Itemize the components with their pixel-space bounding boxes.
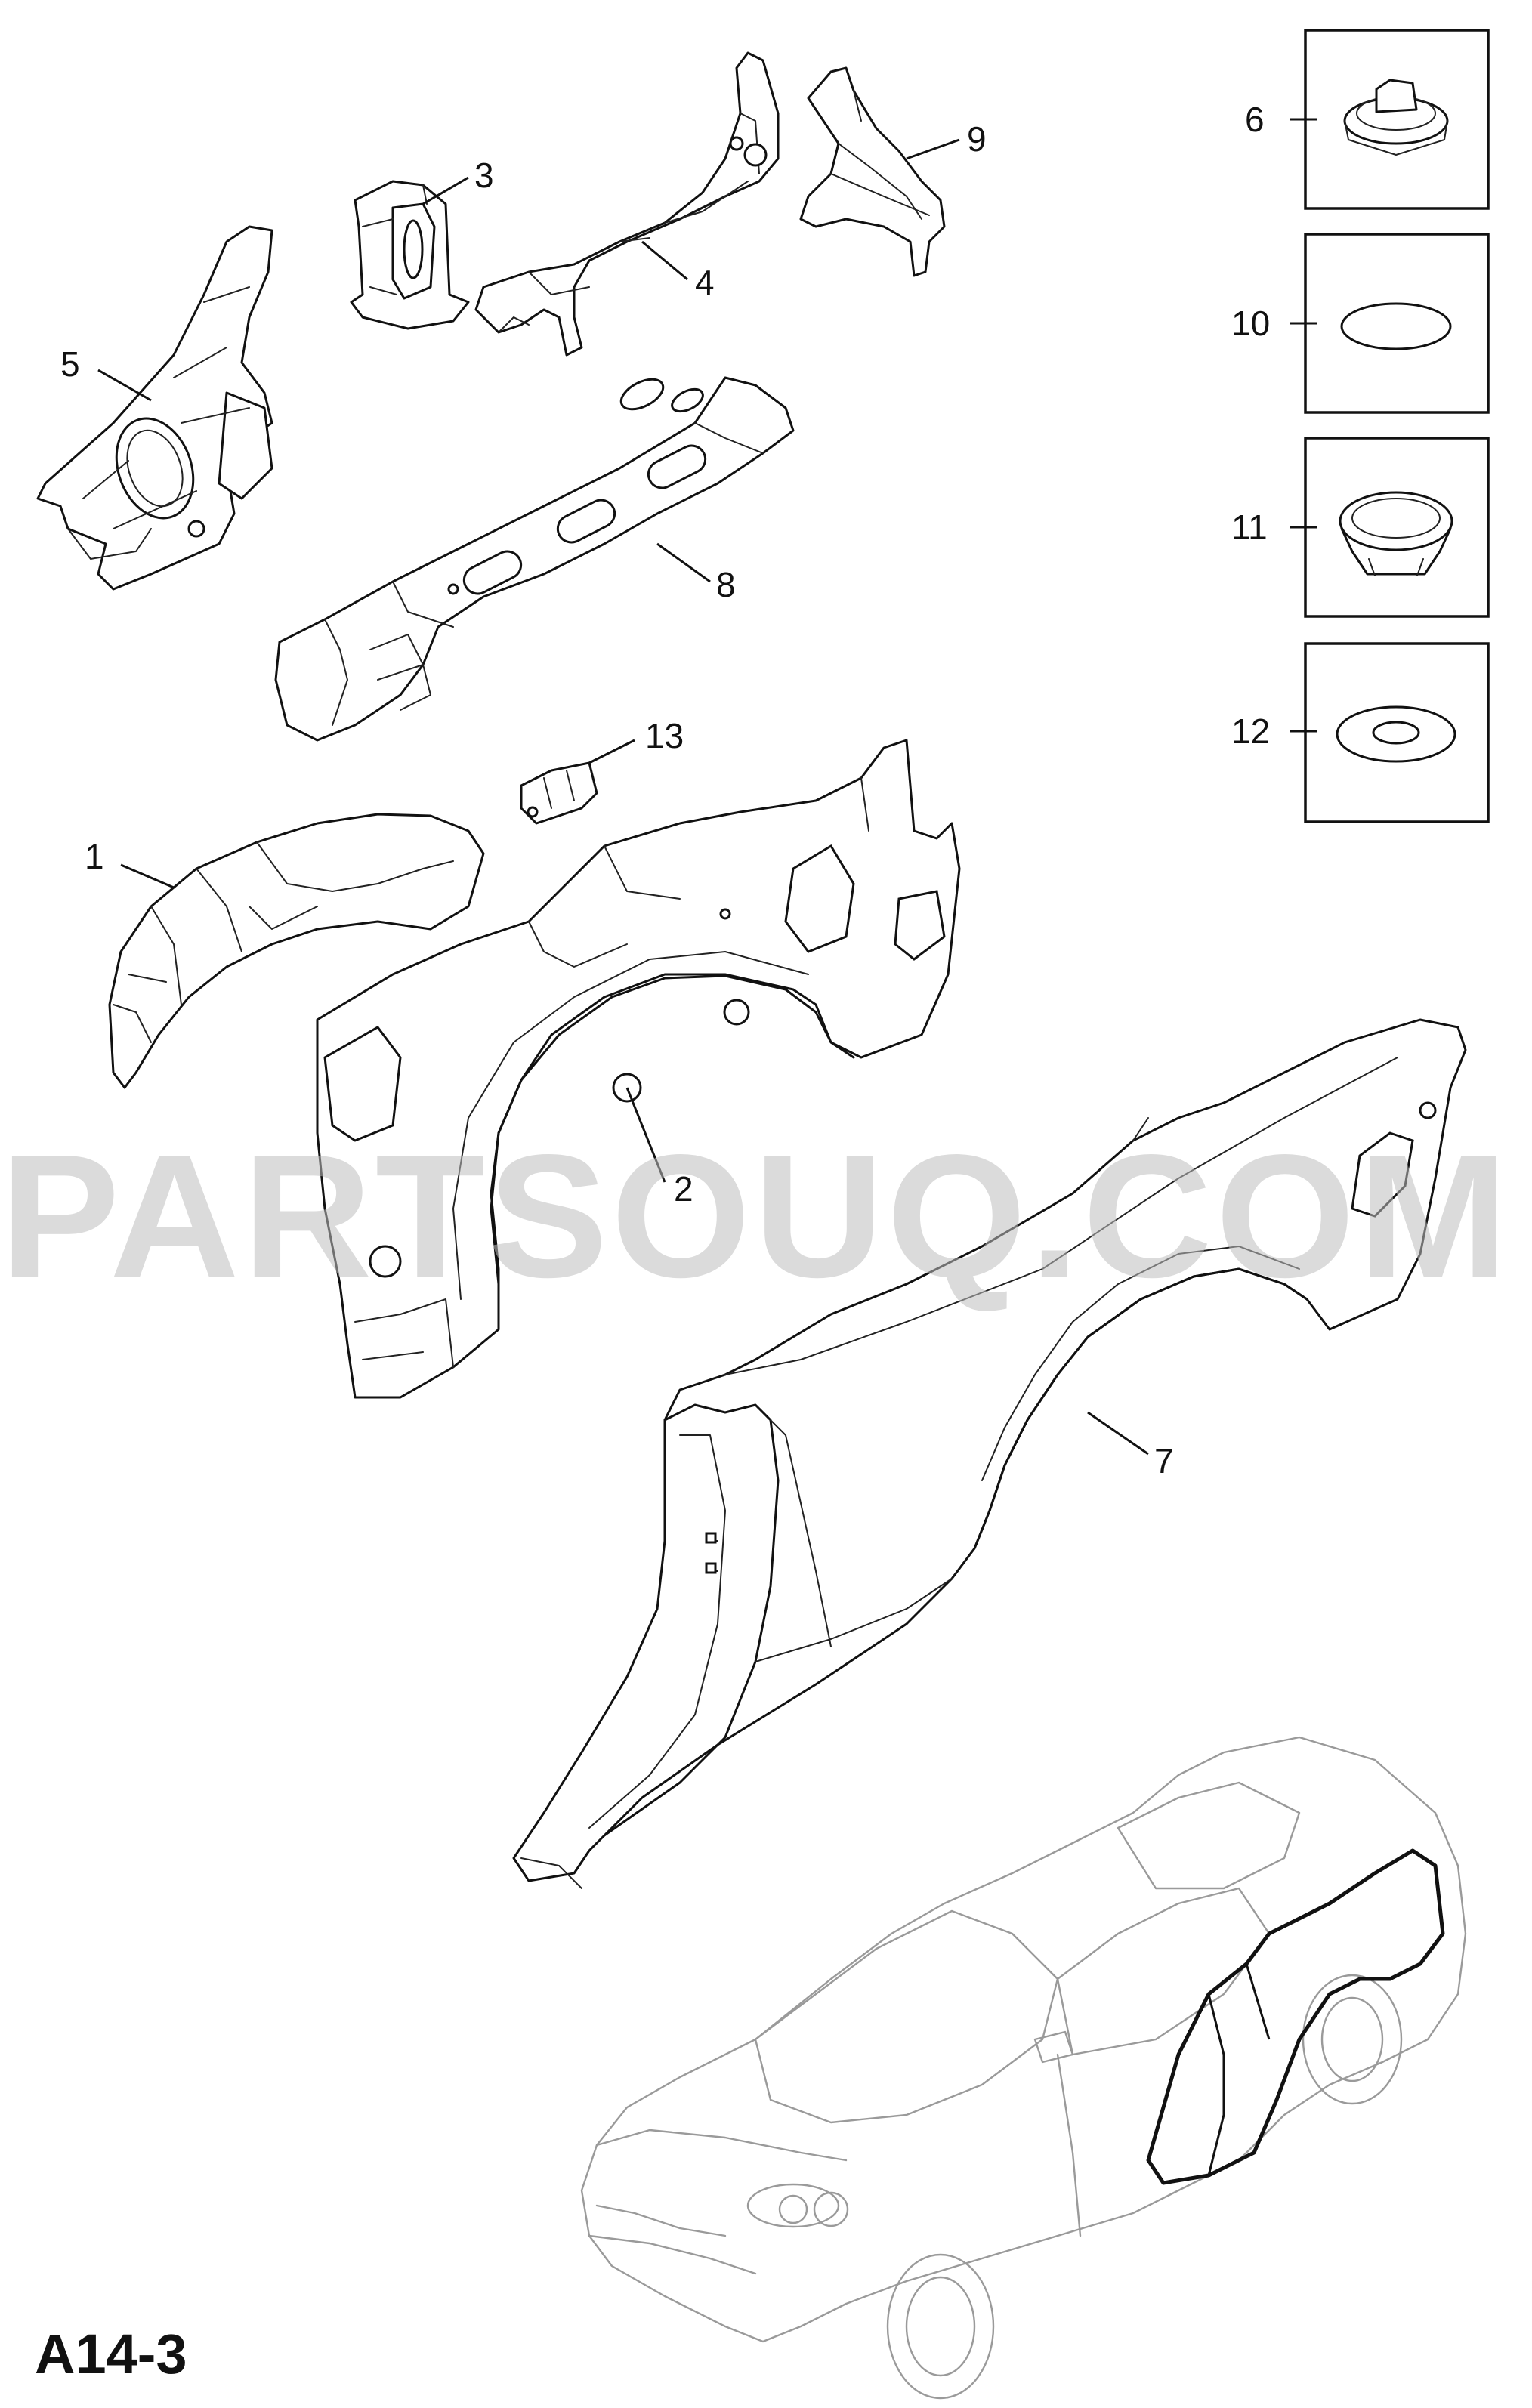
part-6-box	[1304, 29, 1490, 210]
callout-5[interactable]: 5	[60, 344, 80, 384]
callout-1[interactable]: 1	[85, 837, 104, 876]
part-13-drawing	[520, 761, 598, 825]
watermark-text: PARTSOUQ.COM	[0, 1119, 1511, 1314]
callout-9[interactable]: 9	[967, 119, 987, 159]
part-3-drawing	[350, 180, 470, 330]
callout-8[interactable]: 8	[716, 565, 736, 604]
leader-lines	[97, 118, 1317, 1456]
callout-labels: 1 2 3 4 5 6 7 8 9 10 11 12 13	[60, 100, 1270, 1480]
callout-6[interactable]: 6	[1245, 100, 1265, 139]
part-9-drawing	[799, 66, 946, 277]
callout-3[interactable]: 3	[474, 156, 494, 195]
callout-2[interactable]: 2	[674, 1169, 693, 1209]
callout-10[interactable]: 10	[1231, 304, 1270, 343]
callout-4[interactable]: 4	[695, 263, 715, 302]
part-10-box	[1304, 233, 1490, 414]
part-12-box	[1304, 642, 1490, 823]
part-2-drawing	[316, 739, 961, 1399]
part-4-drawing	[474, 51, 780, 357]
callout-7[interactable]: 7	[1154, 1441, 1174, 1480]
callout-12[interactable]: 12	[1231, 712, 1270, 751]
part-11-box	[1304, 437, 1490, 618]
part-8-drawing	[274, 376, 795, 742]
callout-13[interactable]: 13	[645, 716, 684, 755]
part-7-drawing	[512, 1018, 1467, 1889]
diagram-code: A14-3	[35, 2323, 187, 2385]
callout-11[interactable]: 11	[1231, 508, 1268, 547]
part-5-drawing	[36, 225, 273, 591]
vehicle-location-illustration	[580, 1736, 1467, 2400]
